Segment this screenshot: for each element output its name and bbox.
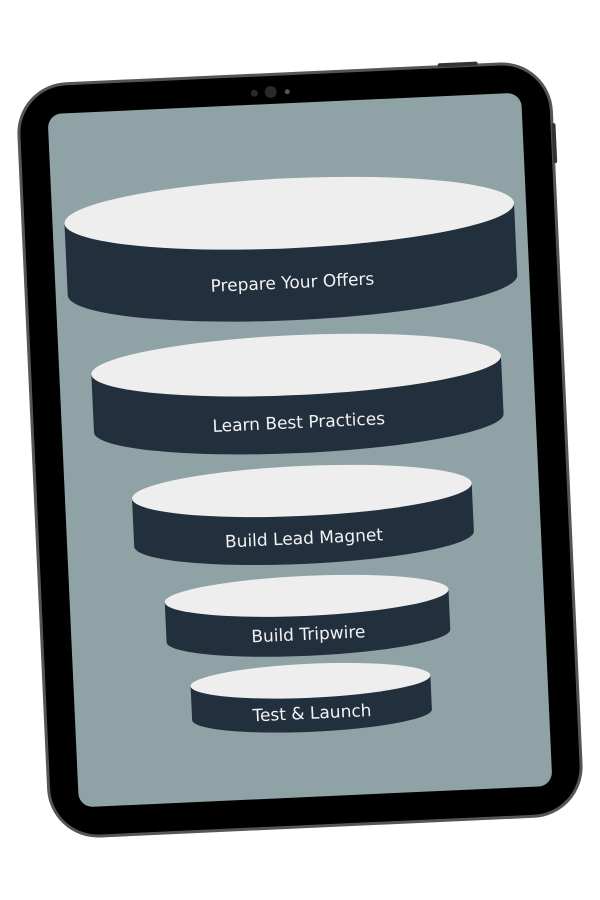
disc-top [190,662,431,699]
funnel-stage: Build Tripwire [164,574,451,657]
disc-top [164,574,449,617]
flash-icon [284,89,290,95]
funnel-stage: Prepare Your Offers [64,176,518,322]
sensor-icon [250,89,258,97]
funnel-stage: Test & Launch [190,662,432,733]
power-button [551,123,558,164]
camera-icon [264,85,277,99]
disc-top [91,333,501,397]
volume-button [437,61,478,68]
disc-top [132,464,472,518]
funnel-stage: Build Lead Magnet [132,464,474,566]
funnel-stage: Learn Best Practices [91,333,504,455]
disc-top [64,176,515,250]
